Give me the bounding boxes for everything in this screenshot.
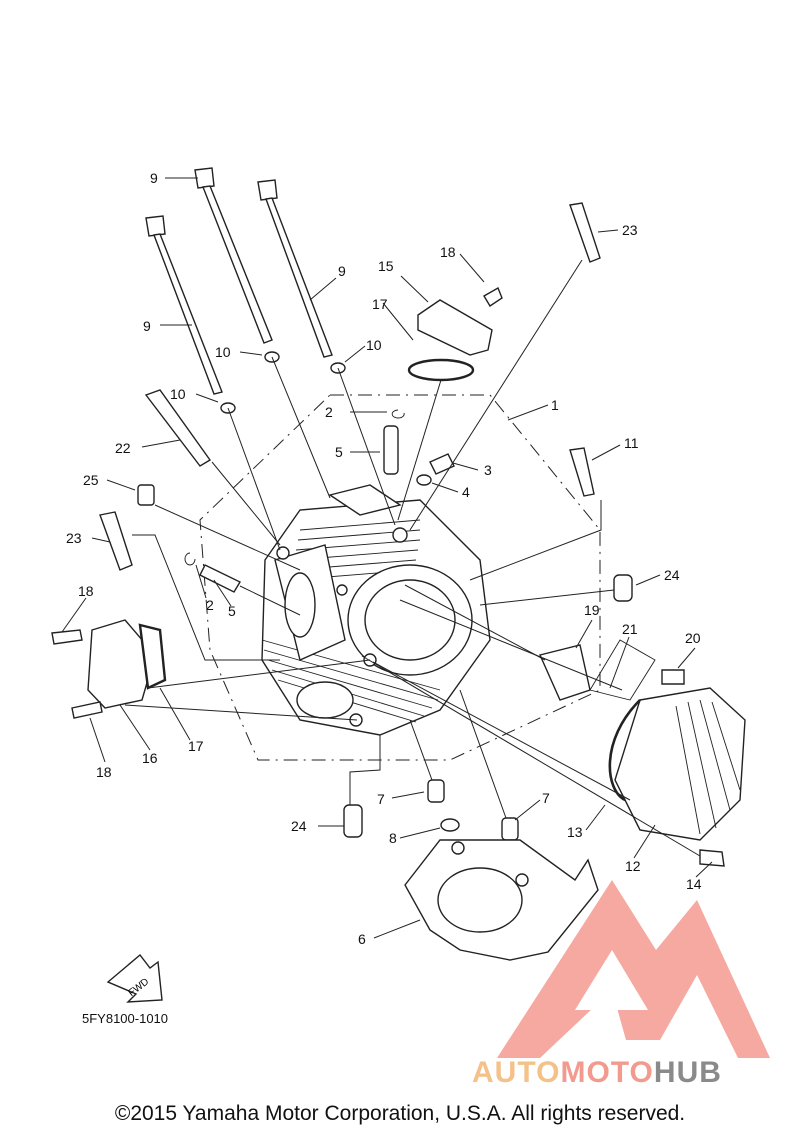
callout-2: 2 [325,404,333,420]
callout-3: 3 [484,462,492,478]
callout-14: 14 [686,876,702,892]
callout-10: 10 [366,337,382,353]
bolt [699,849,725,867]
valve-guide [199,564,241,593]
callout-9: 9 [150,170,158,186]
side-cover [87,619,156,709]
callout-10: 10 [215,344,231,360]
callout-2: 2 [206,597,214,613]
stud-bolt [99,511,133,571]
callout-17: 17 [372,296,388,312]
callout-24: 24 [664,567,680,583]
cylinder-head [261,484,491,736]
bolt [51,629,83,645]
washer [416,474,432,486]
callout-20: 20 [685,630,701,646]
callout-12: 12 [625,858,641,874]
callout-1: 1 [551,397,559,413]
o-ring [608,699,641,802]
diagram-code: 5FY8100-1010 [82,1011,169,1026]
dowel-pin [343,804,363,838]
callout-10: 10 [170,386,186,402]
callout-23: 23 [66,530,82,546]
o-ring [138,623,167,690]
spark-plug [144,389,212,467]
washer [440,818,460,832]
watermark-text: AUTOMOTOHUB [472,1056,722,1090]
clip [184,552,196,566]
callout-16: 16 [142,750,158,766]
watermark-part-auto: AUTO [472,1056,561,1089]
valve-guide [383,425,399,475]
bolt [661,669,685,685]
callout-labels: 9 9 9 10 10 10 15 18 23 17 1 2 5 3 4 11 … [66,170,702,947]
bolt [569,447,595,497]
callout-18: 18 [78,583,94,599]
o-ring [407,358,475,382]
callout-18: 18 [440,244,456,260]
callout-17: 17 [188,738,204,754]
clip [391,409,405,419]
callout-24: 24 [291,818,307,834]
watermark-part-moto: MOTO [560,1056,654,1089]
bolt [71,701,103,719]
callout-21: 21 [622,621,638,637]
copyright-notice: ©2015 Yamaha Motor Corporation, U.S.A. A… [114,1102,686,1125]
callout-8: 8 [389,830,397,846]
callout-6: 6 [358,931,366,947]
fwd-arrow: FWD [106,953,163,1003]
dowel-pin [613,574,633,602]
callout-23: 23 [622,222,638,238]
automotohub-logo [497,880,770,1058]
stud-bolt [569,202,601,263]
callout-22: 22 [115,440,131,456]
callout-18: 18 [96,764,112,780]
bolt [429,453,455,475]
watermark-part-hub: HUB [653,1056,722,1089]
plug [501,817,519,841]
plug [427,779,445,803]
head-bolts [145,167,333,395]
callout-15: 15 [378,258,394,274]
bolt [483,286,503,307]
callout-25: 25 [83,472,99,488]
callout-9: 9 [143,318,151,334]
callout-19: 19 [584,602,600,618]
callout-4: 4 [462,484,470,500]
callout-11: 11 [624,435,639,451]
plug [137,484,155,506]
tappet-cover [614,687,746,841]
harness [589,639,656,701]
callout-5: 5 [335,444,343,460]
callout-7: 7 [542,790,550,806]
sensor [539,644,591,701]
callout-5: 5 [228,603,236,619]
callout-7: 7 [377,791,385,807]
callout-9: 9 [338,263,346,279]
leader-lines [61,177,713,939]
cover-plate [417,299,493,356]
callout-13: 13 [567,824,583,840]
